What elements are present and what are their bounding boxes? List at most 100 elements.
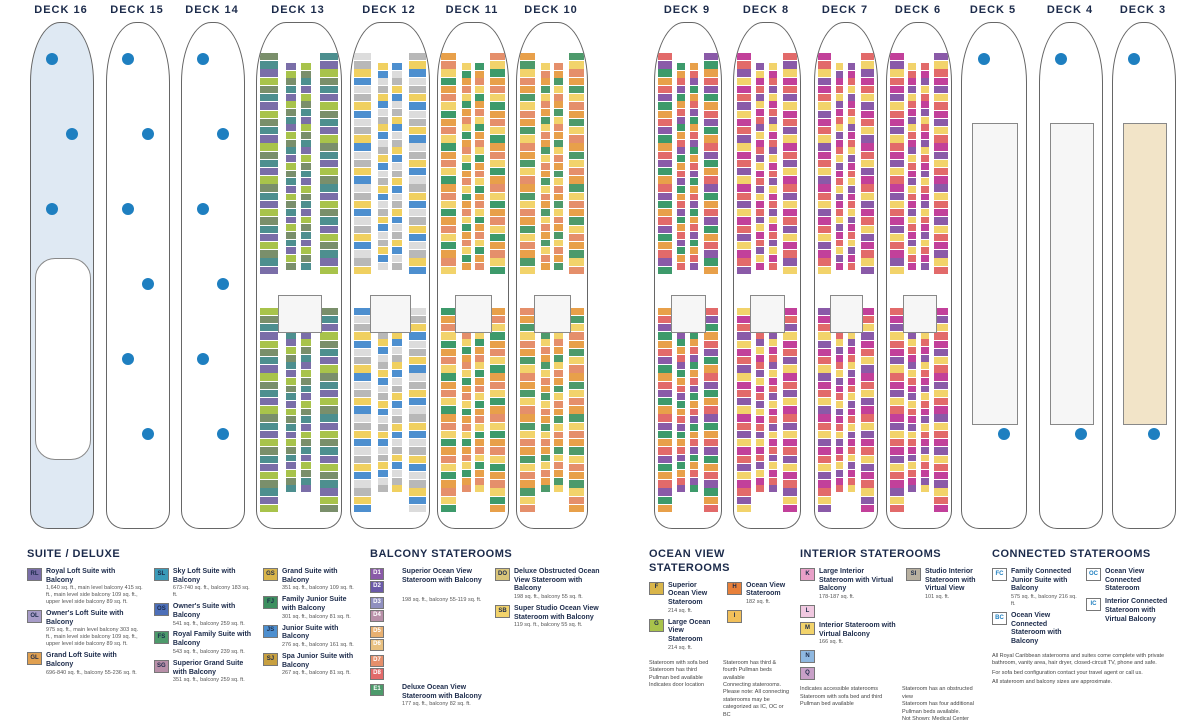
stateroom-cell	[861, 200, 874, 209]
stateroom-cell	[908, 400, 916, 408]
stateroom-cell	[769, 116, 777, 124]
stateroom-cell	[320, 217, 338, 225]
stateroom-cell	[320, 389, 338, 398]
deck-lobby	[278, 295, 322, 333]
stateroom-cell	[890, 110, 904, 118]
stateroom-cell	[848, 431, 855, 439]
stateroom-cell	[890, 118, 904, 127]
stateroom-cell	[286, 162, 296, 170]
stateroom-cell	[520, 209, 535, 217]
stateroom-cell	[377, 124, 388, 132]
stateroom-cell	[783, 480, 797, 488]
stateroom-cell	[569, 373, 584, 381]
stateroom-cell	[737, 143, 751, 151]
deck-outline	[350, 22, 430, 529]
legend-code-group: E1	[370, 683, 398, 696]
stateroom-cell	[921, 231, 929, 239]
stateroom-cell	[677, 224, 685, 232]
stateroom-cell	[783, 102, 797, 110]
stateroom-cell	[890, 143, 904, 151]
stateroom-cell	[301, 431, 311, 439]
deck-venue	[972, 123, 1018, 425]
stateroom-cell	[354, 307, 371, 316]
stateroom-cell	[409, 53, 426, 61]
stateroom-cell	[441, 135, 456, 143]
stateroom-cell	[690, 239, 698, 247]
legend-code: F	[649, 581, 664, 595]
stateroom-cell	[908, 78, 916, 86]
stateroom-cell	[835, 101, 843, 109]
stateroom-cell	[737, 77, 751, 86]
stateroom-cell	[301, 208, 311, 216]
stateroom-cell	[569, 151, 584, 159]
stateroom-cell	[377, 354, 388, 362]
stateroom-cell	[301, 139, 311, 147]
stateroom-cell	[475, 162, 484, 170]
stateroom-cell	[260, 463, 278, 472]
deck-lobby	[750, 295, 785, 333]
stateroom-cell	[441, 422, 456, 431]
stateroom-cell	[921, 239, 929, 247]
stateroom-cell	[490, 143, 505, 151]
legend-note: Stateroom has third & fourth Pullman bed…	[723, 659, 777, 681]
stateroom-cell	[934, 406, 948, 414]
stateroom-cell	[377, 170, 388, 178]
stateroom-cell	[377, 162, 388, 170]
stateroom-cell	[756, 477, 764, 485]
stateroom-cell	[286, 377, 296, 385]
stateroom-cell	[861, 406, 874, 414]
legend-name: Superior Ocean View Stateroom	[668, 581, 708, 607]
stateroom-cell	[704, 471, 718, 480]
stateroom-cell	[520, 168, 535, 176]
stateroom-cell	[921, 132, 929, 139]
stateroom-cell	[392, 431, 402, 439]
legend-name: Large Interior Stateroom with Virtual Ba…	[819, 567, 894, 593]
stateroom-cell	[848, 216, 855, 224]
stateroom-cell	[286, 132, 296, 139]
legend-sub: 119 sq. ft., balcony 55 sq. ft.	[514, 622, 583, 629]
stateroom-cell	[921, 469, 929, 477]
stateroom-cell	[490, 151, 505, 159]
venue-icon	[197, 353, 209, 365]
stateroom-cell	[921, 331, 929, 339]
stateroom-cell	[520, 455, 535, 463]
stateroom-cell	[848, 247, 855, 255]
stateroom-cell	[461, 170, 471, 178]
stateroom-cell	[520, 348, 535, 357]
stateroom-cell	[783, 233, 797, 242]
stateroom-cell	[540, 469, 550, 477]
stateroom-cell	[475, 377, 484, 385]
stateroom-cell	[769, 262, 777, 270]
stateroom-cell	[908, 439, 916, 447]
stateroom-cell	[737, 504, 751, 513]
stateroom-cell	[490, 118, 505, 127]
stateroom-cell	[890, 209, 904, 217]
stateroom-cell	[409, 176, 426, 184]
stateroom-cell	[301, 231, 311, 239]
legend-name: Junior Suite with Balcony	[281, 624, 339, 641]
stateroom-cell	[835, 446, 843, 454]
stateroom-cell	[554, 469, 563, 477]
stateroom-cell	[320, 118, 338, 127]
stateroom-cell	[690, 224, 698, 232]
stateroom-cell	[461, 477, 471, 485]
stateroom-cell	[441, 480, 456, 488]
stateroom-cell	[737, 471, 751, 480]
stateroom-cell	[756, 446, 764, 454]
legend-name: Family Connected Junior Suite with Balco…	[1011, 567, 1072, 593]
stateroom-cell	[818, 414, 831, 422]
stateroom-cell	[769, 454, 777, 462]
stateroom-cell	[461, 86, 471, 93]
stateroom-cell	[490, 356, 505, 365]
stateroom-cell	[260, 241, 278, 250]
stateroom-cell	[934, 381, 948, 389]
stateroom-cell	[301, 446, 311, 454]
stateroom-cell	[890, 422, 904, 431]
stateroom-cell	[554, 178, 563, 186]
stateroom-cell	[690, 393, 698, 401]
stateroom-cell	[392, 247, 402, 255]
stateroom-cell	[490, 77, 505, 86]
stateroom-cell	[320, 455, 338, 463]
